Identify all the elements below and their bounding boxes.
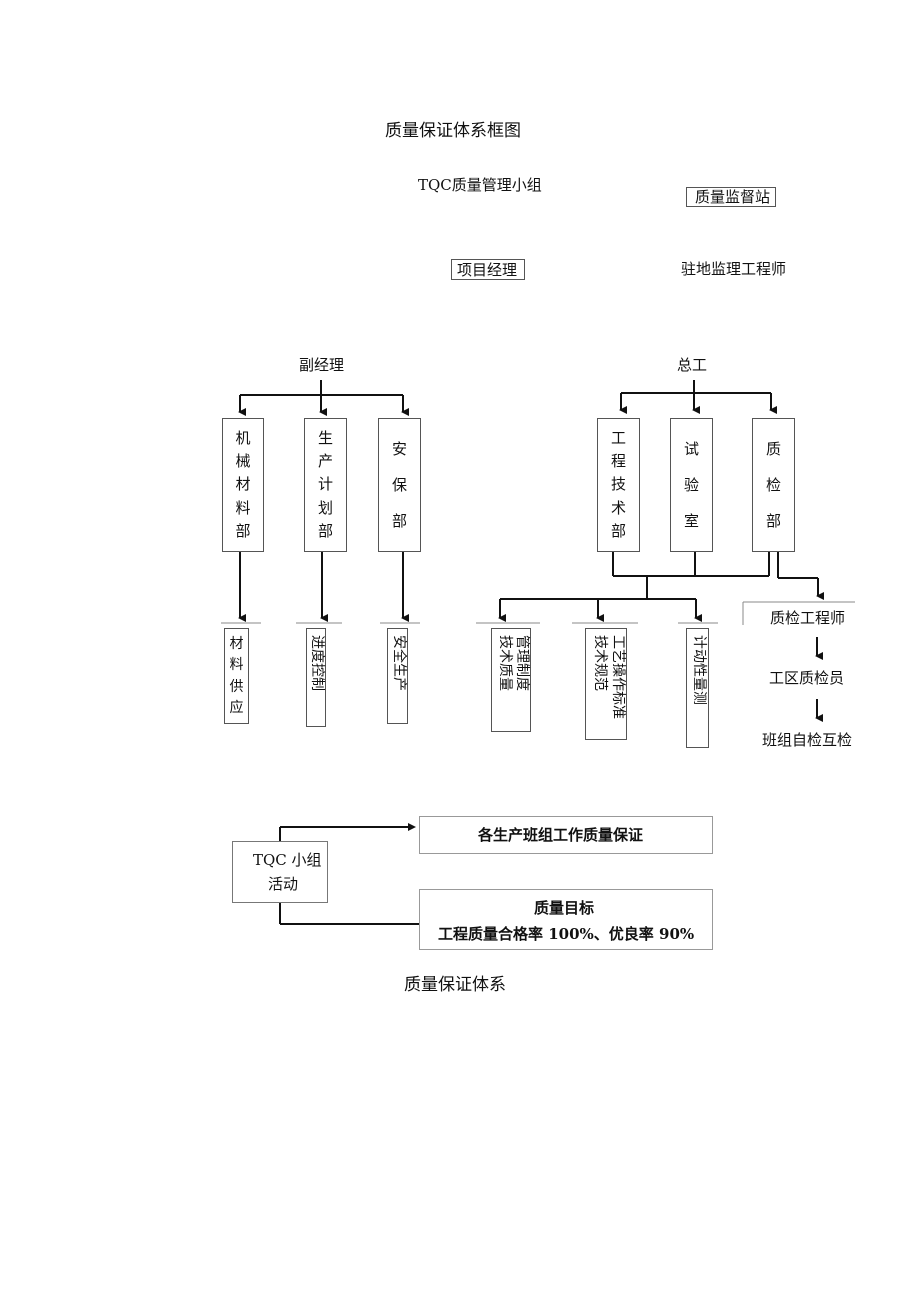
production-planning-dept: 生 产 计 划 部 xyxy=(304,418,347,552)
dept-char: 机 xyxy=(235,429,251,448)
dept-char: 程 xyxy=(610,452,626,471)
project-manager-label: 项目经理 xyxy=(457,261,518,279)
process-standards-box: 工艺操作标准 技术规范 xyxy=(585,628,627,740)
quality-inspection-dept: 质 检 部 xyxy=(752,418,795,552)
dept-char: 计 xyxy=(317,475,333,494)
metering-box: 计动性量测 xyxy=(686,628,709,748)
dept-char: 试 xyxy=(683,439,699,458)
laboratory-dept: 试 验 室 xyxy=(670,418,713,552)
material-supply-box: 材 料 供 应 xyxy=(224,628,249,724)
tqc-activity-line1: TQC 小组 xyxy=(253,851,322,869)
output-char: 材 xyxy=(229,635,244,652)
tqc-activity-line2: 活动 xyxy=(268,875,299,893)
dept-char: 划 xyxy=(317,498,333,517)
progress-control-label: 进度控制 xyxy=(309,635,325,691)
team-guarantee-label: 各生产班组工作质量保证 xyxy=(478,826,644,844)
output-char: 料 xyxy=(229,657,244,674)
safety-production-label: 安全生产 xyxy=(391,635,407,691)
tqc-group-label: TQC质量管理小组 xyxy=(418,176,542,194)
dept-char: 部 xyxy=(391,511,407,530)
supervision-station-label: 质量监督站 xyxy=(695,188,771,206)
dept-char: 工 xyxy=(610,429,626,448)
dept-char: 部 xyxy=(317,521,333,540)
security-dept: 安 保 部 xyxy=(378,418,421,552)
tqc-activity-box: TQC 小组 活动 xyxy=(232,841,328,903)
qc-engineer-label: 质检工程师 xyxy=(770,609,846,627)
team-self-check-label: 班组自检互检 xyxy=(762,731,853,749)
dept-char: 检 xyxy=(765,475,781,494)
safety-production-box: 安全生产 xyxy=(387,628,408,724)
diagram-caption: 质量保证体系 xyxy=(404,975,506,995)
quality-goal-title: 质量目标 xyxy=(534,899,595,917)
quality-goal-detail: 工程质量合格率 100%、优良率 90% xyxy=(438,925,695,943)
dept-char: 生 xyxy=(317,429,333,448)
team-guarantee-box: 各生产班组工作质量保证 xyxy=(419,816,713,854)
dept-char: 部 xyxy=(765,511,781,530)
output-char: 应 xyxy=(229,700,244,717)
progress-control-box: 进度控制 xyxy=(306,628,326,727)
deputy-manager-label: 副经理 xyxy=(299,356,345,374)
dept-char: 部 xyxy=(610,521,626,540)
process-standard-label: 工艺操作标准 xyxy=(610,635,626,719)
dept-char: 质 xyxy=(765,439,781,458)
resident-engineer-label: 驻地监理工程师 xyxy=(681,260,787,278)
dept-char: 材 xyxy=(235,475,251,494)
supervision-station-box: 质量监督站 xyxy=(686,187,776,207)
dept-char: 料 xyxy=(235,498,251,517)
dept-char: 安 xyxy=(391,439,407,458)
engineering-tech-dept: 工 程 技 术 部 xyxy=(597,418,640,552)
chief-engineer-label: 总工 xyxy=(677,356,708,374)
quality-goal-box: 质量目标 工程质量合格率 100%、优良率 90% xyxy=(419,889,713,950)
dept-char: 验 xyxy=(683,475,699,494)
management-tech-quality-box: 管理制度 技术质量 xyxy=(491,628,531,732)
dept-char: 保 xyxy=(391,475,407,494)
dept-char: 室 xyxy=(683,511,699,530)
area-inspector-label: 工区质检员 xyxy=(769,669,845,687)
output-char: 供 xyxy=(229,678,244,695)
metering-label: 计动性量测 xyxy=(691,635,707,705)
dept-char: 术 xyxy=(610,498,626,517)
dept-char: 产 xyxy=(317,452,333,471)
management-system-label: 管理制度 xyxy=(514,635,530,691)
technical-quality-label: 技术质量 xyxy=(497,635,513,691)
dept-char: 械 xyxy=(235,452,251,471)
technical-spec-label: 技术规范 xyxy=(592,635,608,691)
project-manager-box: 项目经理 xyxy=(451,259,525,280)
diagram-title: 质量保证体系框图 xyxy=(385,121,521,141)
dept-char: 技 xyxy=(610,475,626,494)
machinery-materials-dept: 机 械 材 料 部 xyxy=(222,418,264,552)
dept-char: 部 xyxy=(235,521,251,540)
